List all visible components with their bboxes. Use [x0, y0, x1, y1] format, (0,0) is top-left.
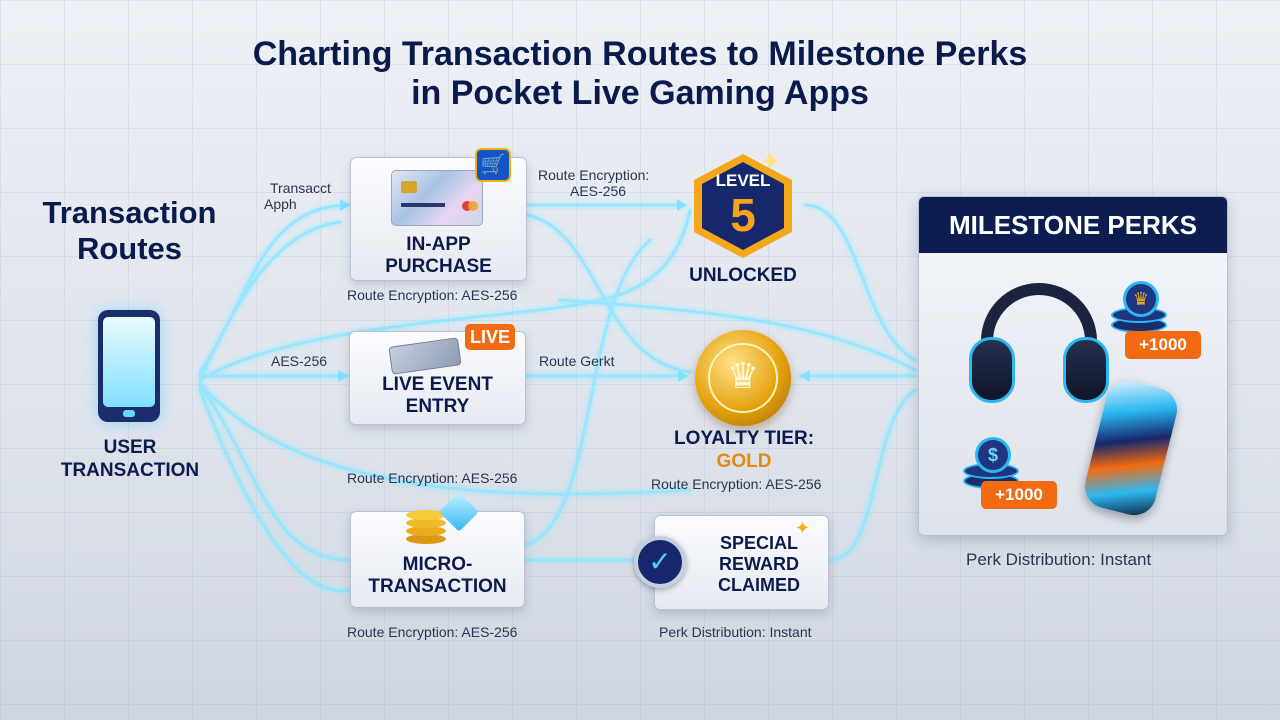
- micro-line2: TRANSACTION: [368, 576, 507, 597]
- live-badge: LIVE: [465, 324, 515, 350]
- ticket-icon: [388, 337, 462, 375]
- page-title-line1: Charting Transaction Routes to Milestone…: [252, 35, 1028, 73]
- page-title-line2: in Pocket Live Gaming Apps: [411, 74, 869, 112]
- level-unlocked-label: UNLOCKED: [689, 265, 797, 286]
- in-app-purchase-card: 🛒 IN-APP PURCHASE: [350, 148, 527, 281]
- confetti-icon: ✦: [795, 518, 811, 538]
- level-hexagon-icon: LEVEL 5: [688, 150, 798, 262]
- route-gerkt-note: Route Gerkt: [539, 353, 615, 369]
- enc-note-top-right-2: AES-256: [570, 183, 627, 199]
- user-label-line2: TRANSACTION: [60, 460, 200, 481]
- enc-note-under-live: Route Encryption: AES-256: [347, 470, 518, 486]
- arrow-live: [338, 370, 348, 382]
- coin-bonus-top-badge: +1000: [1125, 331, 1201, 359]
- special-line2: REWARD: [719, 554, 799, 574]
- flow-user-to-micro: [198, 383, 352, 562]
- flow-user-to-lower: [198, 381, 692, 496]
- in-app-purchase-label: IN-APP PURCHASE: [351, 234, 526, 278]
- sparkle-icon: ✦: [760, 146, 782, 176]
- flow-level-to-panel-2: [558, 298, 917, 372]
- arrow-purchase: [340, 199, 350, 211]
- special-reward-label: SPECIAL REWARD CLAIMED: [689, 533, 829, 596]
- coin-stack-icon: [406, 504, 446, 546]
- heading-word-2: Routes: [76, 231, 183, 266]
- micro-transaction-card: MICRO- TRANSACTION: [350, 492, 525, 608]
- milestone-perks-panel: MILESTONE PERKS ♛ +1000 $ +1000: [918, 196, 1228, 536]
- enc-note-under-micro: Route Encryption: AES-256: [347, 624, 518, 640]
- flow-special-to-panel: [828, 388, 917, 562]
- level-word: LEVEL: [715, 171, 771, 190]
- milestone-perks-header: MILESTONE PERKS: [919, 197, 1227, 253]
- heading-word-1: Transaction: [42, 195, 217, 230]
- coin-bonus-bottom-badge: +1000: [981, 481, 1057, 509]
- cart-icon: 🛒: [475, 148, 511, 182]
- transact-note-1: Transacct: [270, 180, 331, 196]
- micro-line1: MICRO-: [402, 554, 473, 575]
- flow-level-to-panel: [803, 203, 917, 362]
- live-event-entry-card: LIVE LIVE EVENT ENTRY: [349, 324, 526, 425]
- transact-note-2: Apph: [264, 196, 297, 212]
- coin-stack-top-icon: ♛: [1107, 279, 1177, 339]
- enc-note-under-purchase: Route Encryption: AES-256: [347, 287, 518, 303]
- flow-micro-to-level: [524, 238, 652, 547]
- flow-user-to-loyalty-mid: [198, 208, 692, 382]
- flow-user-to-micro-2: [198, 388, 352, 593]
- flow-user-to-purchase-2: [198, 220, 342, 382]
- checkmark-badge-icon: ✓: [634, 536, 686, 588]
- headphones-icon: [969, 283, 1109, 403]
- live-event-line2: ENTRY: [405, 396, 470, 417]
- in-app-line2: PURCHASE: [385, 256, 492, 277]
- arrow-loyalty: [678, 370, 688, 382]
- phone-icon: [98, 310, 160, 422]
- live-event-line1: LIVE EVENT: [382, 374, 493, 395]
- arrow-loyalty-right: [800, 370, 810, 382]
- user-transaction-label: USER TRANSACTION: [40, 436, 220, 482]
- in-app-line1: IN-APP: [406, 234, 471, 255]
- flow-purchase-to-loyalty: [525, 213, 692, 374]
- loyalty-line1: LOYALTY TIER:: [673, 428, 815, 449]
- level-number: 5: [730, 189, 756, 241]
- enc-note-under-loyalty: Route Encryption: AES-256: [651, 476, 822, 492]
- loyalty-tier-label: LOYALTY TIER: GOLD: [650, 427, 838, 473]
- user-label-line1: USER: [103, 437, 157, 458]
- arrow-level: [677, 199, 687, 211]
- special-line3: CLAIMED: [718, 575, 800, 595]
- aes-left-note: AES-256: [271, 353, 328, 369]
- crown-icon: ♛: [726, 355, 760, 396]
- special-line1: SPECIAL: [719, 533, 798, 553]
- enc-note-top-right-1: Route Encryption:: [538, 167, 650, 183]
- micro-transaction-label: MICRO- TRANSACTION: [351, 554, 524, 598]
- gold-crown-medal-icon: ♛: [695, 330, 791, 426]
- perk-dist-note-special: Perk Distribution: Instant: [659, 624, 812, 640]
- perk-dist-note-panel: Perk Distribution: Instant: [966, 550, 1152, 569]
- credit-card-icon: [391, 170, 483, 226]
- loyalty-line2: GOLD: [716, 451, 772, 472]
- live-event-label: LIVE EVENT ENTRY: [350, 374, 525, 418]
- transaction-routes-heading: Transaction Routes: [22, 195, 237, 267]
